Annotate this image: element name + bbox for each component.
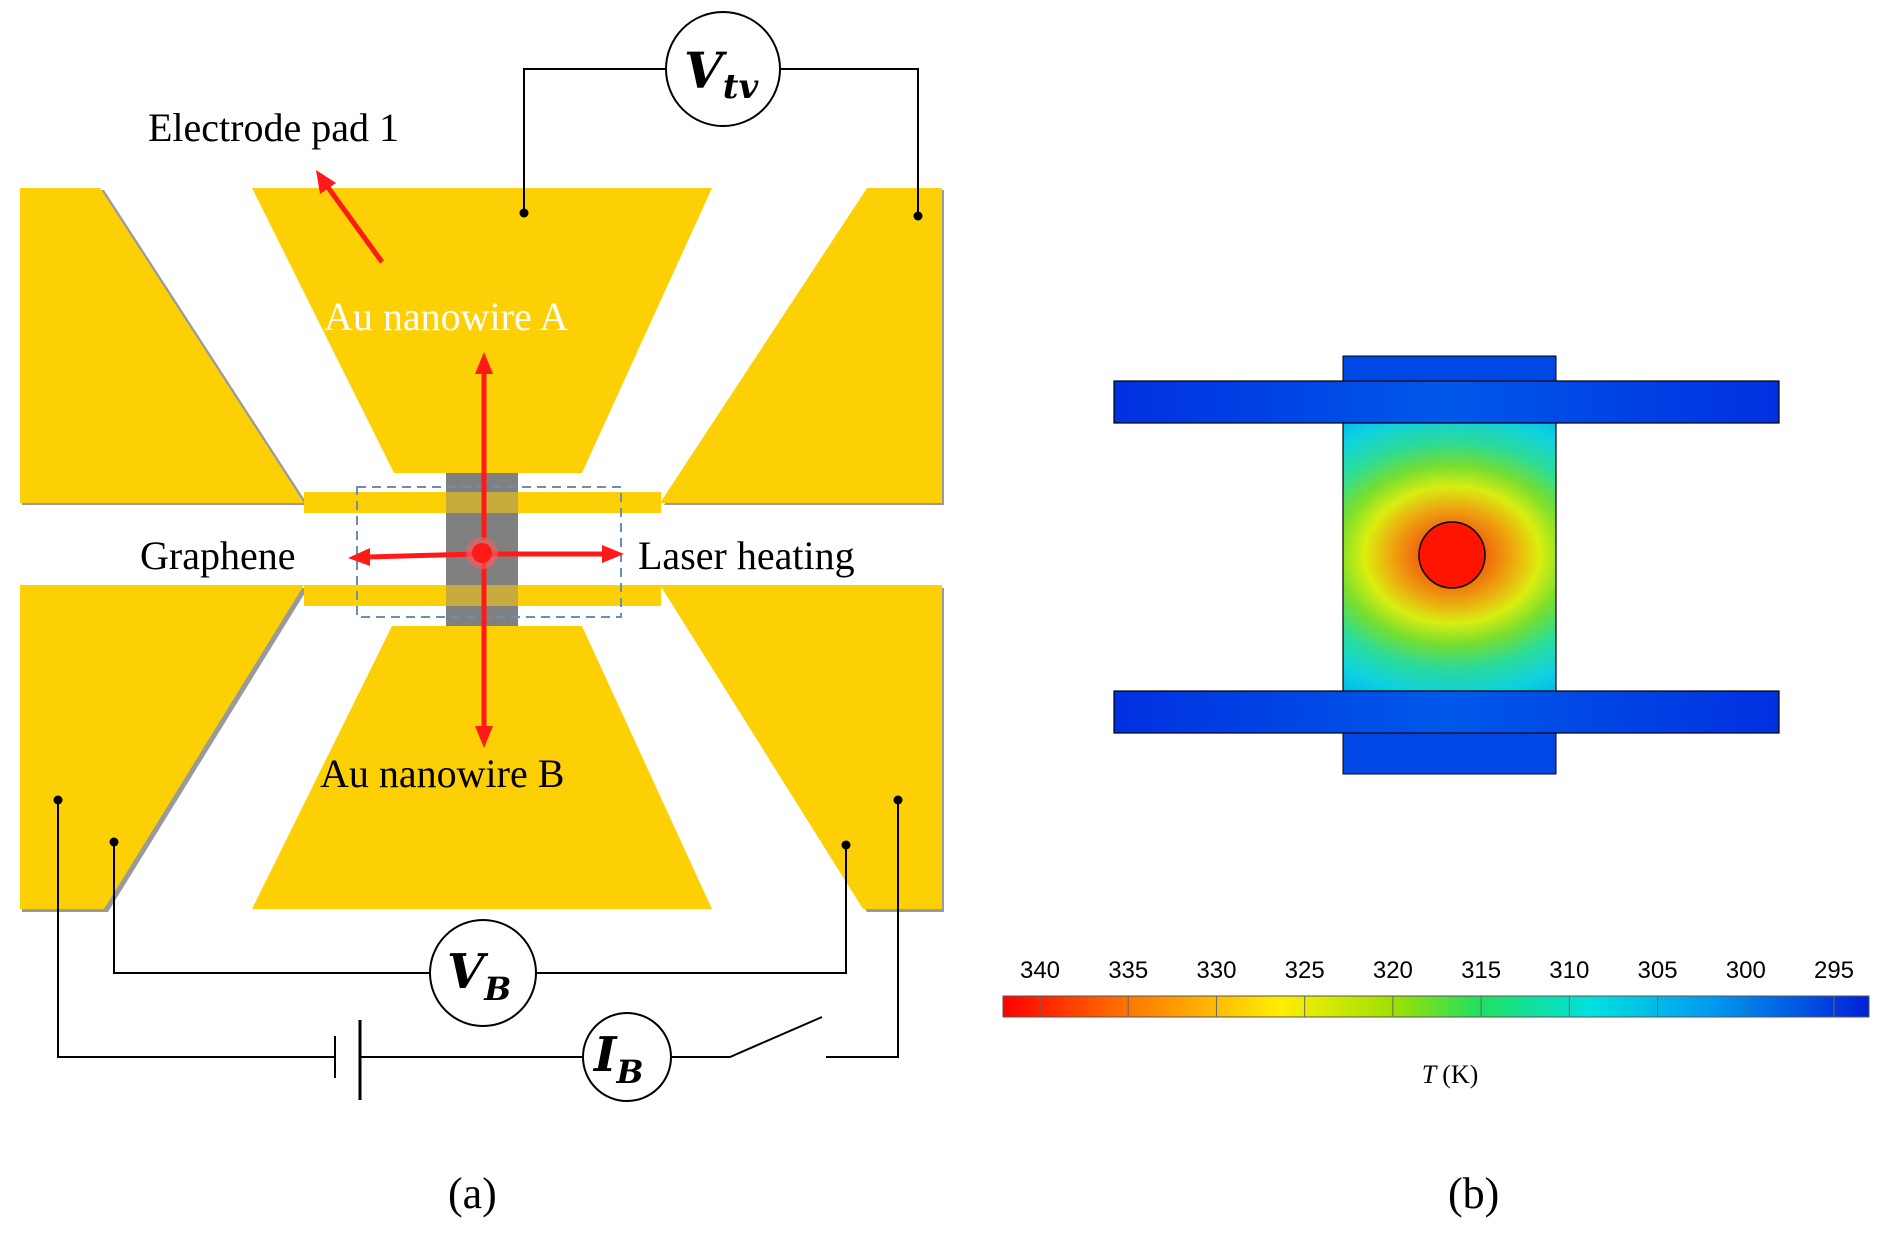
svg-text:IB: IB — [592, 1027, 644, 1091]
vtv-subscript: tv — [723, 67, 760, 107]
top-electrode-bar — [1113, 380, 1780, 424]
arrow-left-shaft — [367, 551, 477, 560]
contact-dots — [53, 208, 923, 850]
electrode-pad-top-right — [660, 188, 942, 503]
colorbar — [1002, 995, 1870, 1018]
heat-flow-arrows — [316, 170, 624, 748]
arrow-electrode-pad-head — [316, 170, 336, 194]
electrode-pad-1 — [252, 188, 712, 473]
panel-b-temperature-map: 340 335 330 325 320 315 310 305 300 295 T(K) (b) — [1002, 355, 1870, 1218]
laser-spot — [472, 543, 492, 563]
bottom-electrode-bar — [1113, 690, 1780, 734]
vb-subscript: B — [483, 970, 511, 1008]
colorbar-tick-label: 295 — [1814, 957, 1854, 984]
caption-a: (a) — [448, 1169, 497, 1218]
colorbar-tick-label: 315 — [1461, 957, 1501, 984]
label-graphene: Graphene — [140, 533, 295, 578]
label-electrode-pad-1: Electrode pad 1 — [148, 105, 399, 150]
colorbar-tick-label: 300 — [1726, 957, 1766, 984]
colorbar-tick-label: 305 — [1638, 957, 1678, 984]
colorbar-tick-label: 335 — [1108, 957, 1148, 984]
electrode-pad-bottom-center — [252, 626, 712, 909]
electrode-pad-bottom-right — [660, 585, 942, 909]
label-au-nanowire-a: Au nanowire A — [324, 294, 569, 339]
ammeter-ib: IB — [582, 1012, 672, 1102]
vtv-symbol: V — [684, 41, 728, 100]
ib-symbol: I — [592, 1027, 618, 1083]
colorbar-label: T(K) — [1422, 1060, 1479, 1089]
arrow-up-head — [475, 352, 493, 374]
svg-text:Vtv: Vtv — [684, 41, 760, 107]
laser-spot-boundary — [1418, 521, 1486, 589]
caption-b: (b) — [1448, 1169, 1499, 1218]
colorbar-label-symbol: T — [1422, 1060, 1438, 1089]
colorbar-tick-label: 340 — [1020, 957, 1060, 984]
colorbar-tick-label: 320 — [1373, 957, 1413, 984]
panel-a-device-schematic: Vtv VB IB Electrode pad 1 Au nanowire A — [20, 11, 944, 1218]
circuit-wires — [57, 68, 919, 1100]
colorbar-label-unit: (K) — [1442, 1060, 1478, 1089]
voltmeter-vb: VB — [429, 919, 537, 1027]
electrode-pad-top-left — [20, 188, 304, 503]
colorbar-tick-label: 330 — [1196, 957, 1236, 984]
colorbar-ticks: 340 335 330 325 320 315 310 305 300 295 — [1020, 957, 1854, 1017]
voltmeter-vtv: Vtv — [665, 11, 781, 127]
label-au-nanowire-b: Au nanowire B — [320, 751, 564, 796]
electrode-pads — [20, 188, 942, 909]
label-laser-heating: Laser heating — [638, 533, 855, 578]
strip-bottom-cap — [1342, 731, 1557, 775]
electrode-pad-bottom-left — [20, 585, 304, 909]
ib-subscript: B — [615, 1053, 643, 1091]
region-dashed-box — [356, 486, 622, 618]
colorbar-tick-label: 325 — [1285, 957, 1325, 984]
arrow-left-head — [348, 548, 370, 566]
vb-symbol: V — [447, 944, 489, 1000]
arrow-electrode-pad-shaft — [324, 184, 385, 264]
arrow-down-head — [475, 726, 493, 748]
arrow-right-head — [602, 545, 624, 563]
svg-text:VB: VB — [447, 944, 511, 1008]
colorbar-tick-label: 310 — [1549, 957, 1589, 984]
